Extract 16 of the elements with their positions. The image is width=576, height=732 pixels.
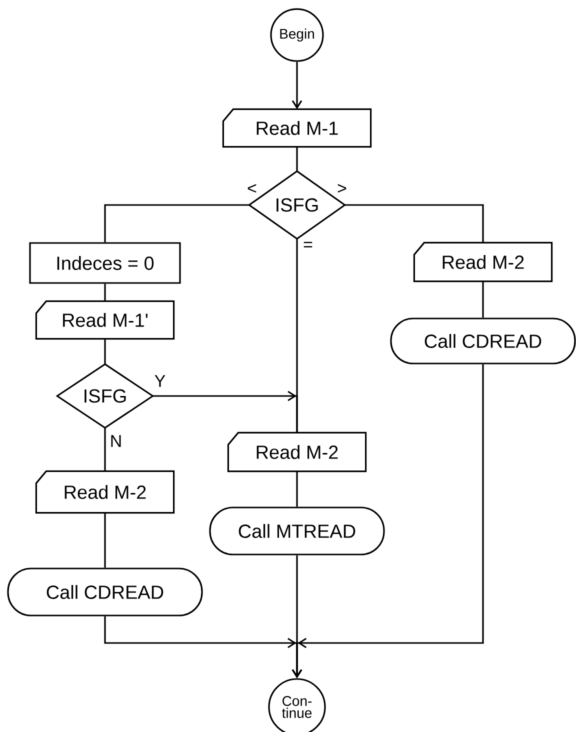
terminator-box: Call CDREAD xyxy=(7,568,203,616)
edge-label: N xyxy=(111,435,121,447)
input-card-box: Read M-2 xyxy=(35,470,175,514)
terminator-box: Call CDREAD xyxy=(390,318,576,364)
connector-arrow xyxy=(292,364,484,678)
input-card-box: Read M-2 xyxy=(413,242,553,282)
edge-label: Y xyxy=(154,375,166,387)
input-card-box: Read M-1' xyxy=(35,300,175,340)
edge-label: < xyxy=(248,184,256,193)
connector-arrow xyxy=(292,62,302,110)
edge-label: > xyxy=(338,184,346,193)
edge-label: = xyxy=(304,242,312,248)
input-card-box: Read M-1 xyxy=(222,108,372,148)
input-card-box: Read M-2 xyxy=(227,432,367,472)
terminator-box: Call MTREAD xyxy=(209,506,385,556)
process-box: Indeces = 0 xyxy=(29,242,181,284)
